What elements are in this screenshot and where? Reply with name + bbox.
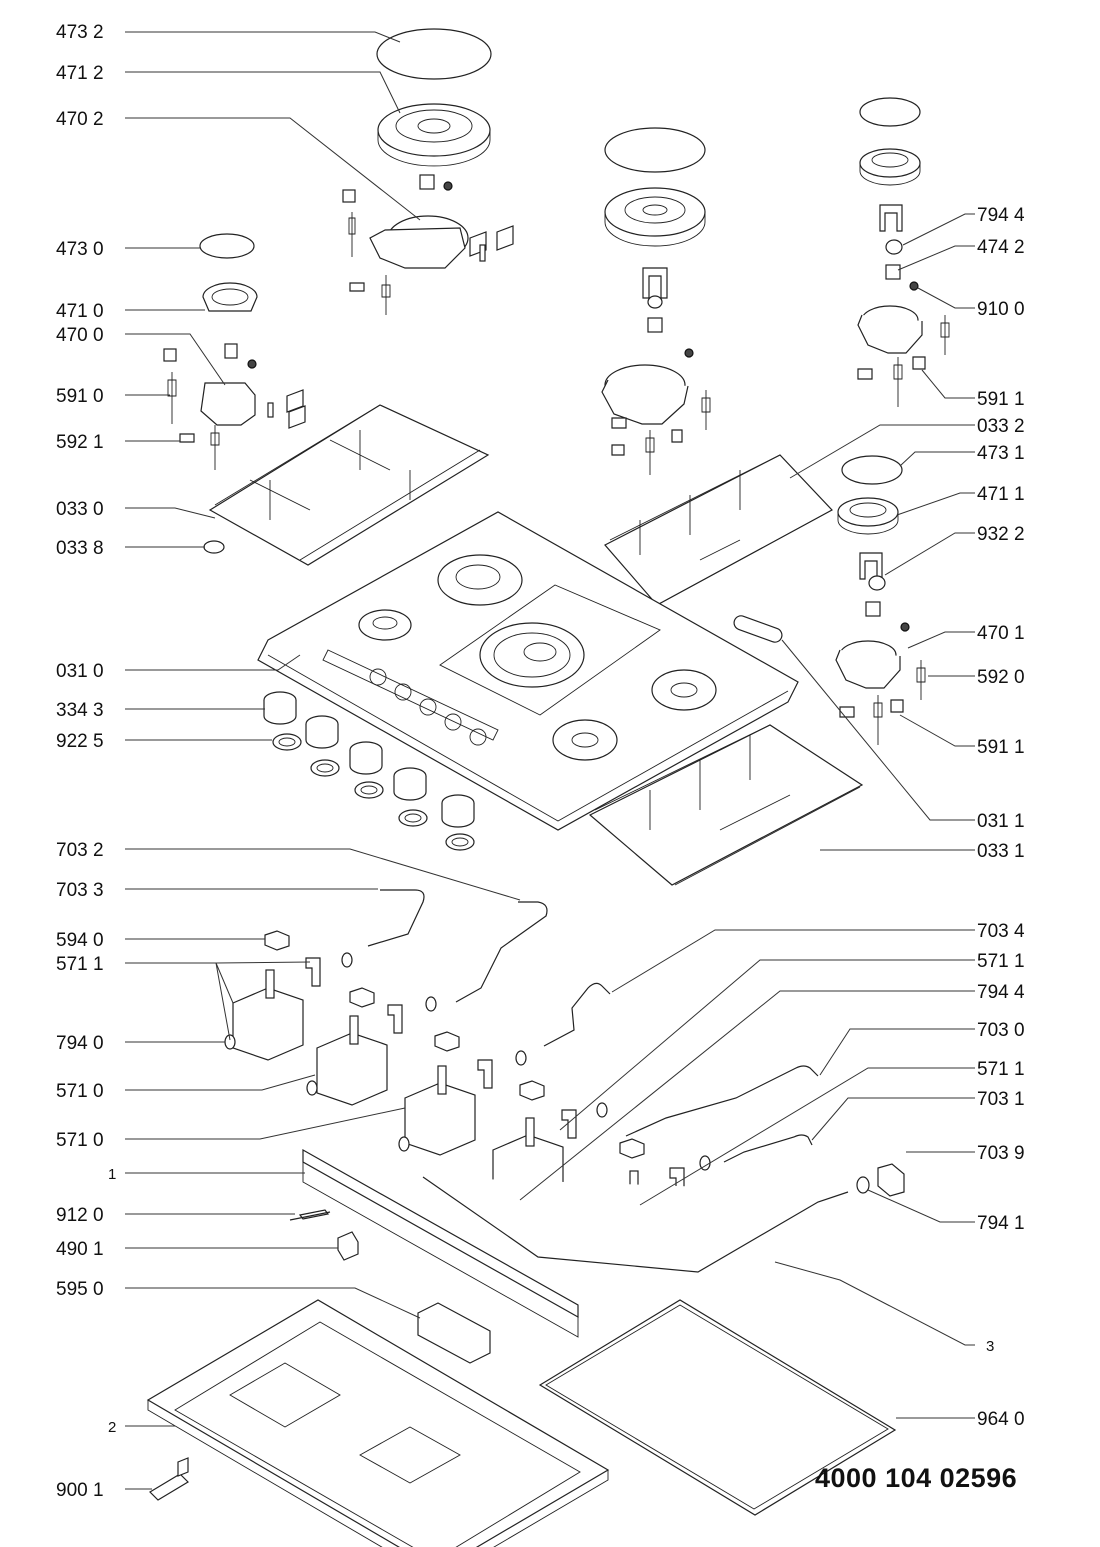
callout-label: 3 <box>986 1338 994 1355</box>
callout-label: 471 2 <box>56 63 104 84</box>
callout-label: 592 1 <box>56 432 104 453</box>
burner-large-top <box>342 28 514 315</box>
callout-label: 703 3 <box>56 880 104 901</box>
callout-label: 571 0 <box>56 1130 104 1151</box>
gas-pipes <box>367 889 905 1273</box>
callout-label: 334 3 <box>56 700 104 721</box>
callout-label: 794 1 <box>977 1213 1025 1234</box>
base-tray <box>146 1299 610 1547</box>
valve-clips <box>264 930 685 1197</box>
callout-label: 571 1 <box>977 951 1025 972</box>
callout-label: 910 0 <box>977 299 1025 320</box>
pan-support-right-top <box>604 454 833 606</box>
front-rail <box>298 1148 579 1338</box>
callout-label: 473 1 <box>977 443 1025 464</box>
hob-top-panel <box>257 511 799 831</box>
callout-label: 591 0 <box>56 386 104 407</box>
callout-label: 595 0 <box>56 1279 104 1300</box>
callout-label: 912 0 <box>56 1205 104 1226</box>
callout-label: 471 1 <box>977 484 1025 505</box>
callout-label: 470 1 <box>977 623 1025 644</box>
parts-drawing <box>146 28 950 1547</box>
burner-small-left <box>163 233 306 470</box>
burner-right-mid <box>835 455 926 745</box>
leader-lines <box>125 31 975 1490</box>
callout-label: 591 1 <box>977 737 1025 758</box>
callout-labels-right: 794 4 474 2 910 0 591 1 033 2 473 1 471 … <box>977 205 1025 1430</box>
callout-label: 900 1 <box>56 1480 104 1501</box>
callout-label: 703 0 <box>977 1020 1025 1041</box>
callout-label: 571 1 <box>977 1059 1025 1080</box>
document-number: 4000 104 02596 <box>815 1463 1018 1493</box>
callout-label: 932 2 <box>977 524 1025 545</box>
callout-label: 922 5 <box>56 731 104 752</box>
callout-label: 033 1 <box>977 841 1025 862</box>
pan-support-right-bottom <box>588 724 864 886</box>
callout-label: 490 1 <box>56 1239 104 1260</box>
callout-label: 794 0 <box>56 1033 104 1054</box>
callout-label: 703 1 <box>977 1089 1025 1110</box>
callout-label: 033 8 <box>56 538 104 559</box>
callout-label: 2 <box>108 1419 116 1436</box>
burner-right-top <box>857 97 950 407</box>
callout-label: 794 4 <box>977 205 1025 226</box>
callout-label: 473 2 <box>56 22 104 43</box>
callout-label: 571 1 <box>56 954 104 975</box>
callout-label: 033 2 <box>977 416 1025 437</box>
callout-label: 703 4 <box>977 921 1025 942</box>
callout-label: 571 0 <box>56 1081 104 1102</box>
callout-label: 473 0 <box>56 239 104 260</box>
callout-label: 1 <box>108 1166 116 1183</box>
pan-support-left <box>208 404 490 566</box>
callout-label: 474 2 <box>977 237 1025 258</box>
spark-generator <box>417 1302 491 1364</box>
callout-label: 794 4 <box>977 982 1025 1003</box>
callout-label: 470 2 <box>56 109 104 130</box>
callout-label: 031 1 <box>977 811 1025 832</box>
callout-label: 471 0 <box>56 301 104 322</box>
callout-labels-left: 473 2 471 2 470 2 473 0 471 0 470 0 591 … <box>56 22 116 1501</box>
callout-label: 470 0 <box>56 325 104 346</box>
callout-label: 033 0 <box>56 499 104 520</box>
hob-seal <box>538 1299 897 1516</box>
control-knobs <box>203 540 475 851</box>
callout-label: 703 9 <box>977 1143 1025 1164</box>
callout-label: 594 0 <box>56 930 104 951</box>
cable-clip <box>149 1457 189 1501</box>
callout-label: 964 0 <box>977 1409 1025 1430</box>
screw <box>289 1211 331 1221</box>
burner-center <box>601 127 711 475</box>
callout-label: 703 2 <box>56 840 104 861</box>
callout-label: 592 0 <box>977 667 1025 688</box>
callout-label: 031 0 <box>56 661 104 682</box>
callout-label: 591 1 <box>977 389 1025 410</box>
